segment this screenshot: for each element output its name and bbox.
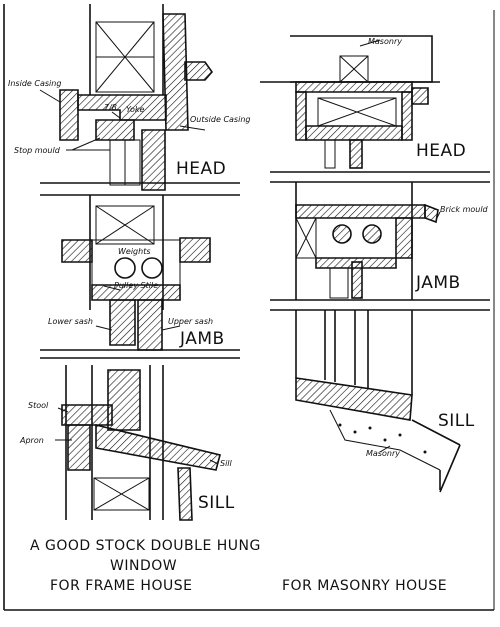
caption-line-1: A GOOD STOCK DOUBLE HUNG xyxy=(30,538,261,554)
label-outside-casing: Outside Casing xyxy=(190,115,250,124)
label-apron: Apron xyxy=(19,436,44,445)
label-stop-mould: Stop mould xyxy=(14,146,61,155)
leader-lines xyxy=(39,39,441,465)
masonry-sill-detail xyxy=(295,310,461,493)
label-sill: Sill xyxy=(220,459,233,468)
caption-masonry-house: FOR MASONRY HOUSE xyxy=(282,578,447,594)
label-yoke-dim: 7/8 xyxy=(104,103,117,112)
masonry-jamb-detail xyxy=(270,182,490,311)
label-pulley-stile: Pulley Stile xyxy=(114,281,158,290)
caption-frame-house: FOR FRAME HOUSE xyxy=(50,578,192,594)
masonry-jamb-title: JAMB xyxy=(415,273,461,293)
frame-sill-detail xyxy=(61,365,221,521)
frame-head-title: HEAD xyxy=(176,159,226,179)
caption-line-2: WINDOW xyxy=(110,558,177,574)
label-masonry-top: Masonry xyxy=(368,37,402,46)
frame-sill-title: SILL xyxy=(198,493,235,513)
label-stool: Stool xyxy=(28,401,49,410)
frame-jamb-title: JAMB xyxy=(179,329,225,349)
label-weights: Weights xyxy=(118,247,151,256)
label-masonry-bottom: Masonry xyxy=(366,449,400,458)
label-upper-sash: Upper sash xyxy=(168,317,213,326)
label-brick-mould: Brick mould xyxy=(440,205,489,214)
label-yoke: Yoke xyxy=(126,105,145,114)
masonry-head-detail xyxy=(260,35,490,183)
label-lower-sash: Lower sash xyxy=(48,317,93,326)
masonry-sill-title: SILL xyxy=(438,411,475,431)
frame-head-detail xyxy=(40,4,240,196)
label-inside-casing: Inside Casing xyxy=(8,79,61,88)
page-border xyxy=(3,4,495,611)
masonry-head-title: HEAD xyxy=(416,141,466,161)
